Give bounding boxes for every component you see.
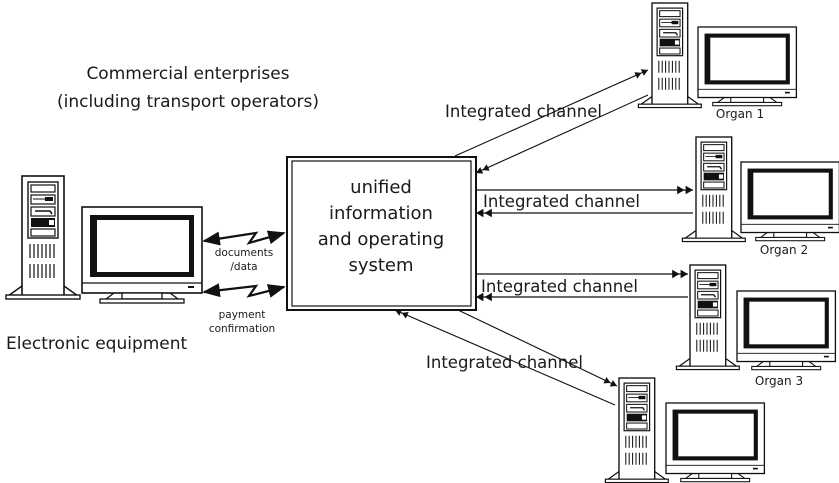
organ-4-channel-in <box>394 309 616 406</box>
documents-data-label-line-1: documents <box>215 247 273 259</box>
electronic-equipment-monitor-icon <box>81 206 203 304</box>
central-system-line-2: information <box>329 203 433 224</box>
organ-4-channel-out <box>457 309 618 387</box>
documents-data-link <box>202 230 286 246</box>
organ-2-label: Organ 2 <box>760 243 808 257</box>
organ-1-channel-label: Integrated channel <box>445 102 602 121</box>
organ-1-channel-in <box>475 94 649 174</box>
organ-2-monitor-icon <box>740 161 839 242</box>
payment-confirmation-label-line-1: payment <box>219 309 266 321</box>
payment-confirmation-label-line-2: confirmation <box>209 323 275 335</box>
organ-1-channel-out <box>454 69 649 157</box>
organ-2-channel-label: Integrated channel <box>483 192 640 211</box>
organ-2-tower-icon <box>681 136 746 243</box>
documents-data-label-line-2: /data <box>230 261 257 273</box>
organ-1-tower-icon <box>637 2 702 109</box>
electronic-equipment-tower-icon <box>5 175 81 300</box>
organ-1-label: Organ 1 <box>716 107 764 121</box>
organ-3-monitor-icon <box>736 290 837 371</box>
electronic-equipment-label: Electronic equipment <box>6 334 188 354</box>
central-system-line-3: and operating <box>318 229 444 250</box>
central-system-line-4: system <box>348 255 413 276</box>
organ-3-tower-icon <box>675 264 740 371</box>
organ-3-channel-label: Integrated channel <box>481 277 638 296</box>
organ-4-tower-icon <box>604 377 669 483</box>
central-system-line-1: unified <box>350 177 412 198</box>
organ-4-channel-label: Integrated channel <box>426 353 583 372</box>
organ-3-label: Organ 3 <box>755 374 803 388</box>
payment-confirmation-link <box>202 283 286 298</box>
enterprises-title-line-1: Commercial enterprises <box>86 64 289 84</box>
central-system-box <box>286 156 477 311</box>
enterprises-title-line-2: (including transport operators) <box>57 92 319 112</box>
organ-1-monitor-icon <box>697 26 798 107</box>
organ-4-monitor-icon <box>665 402 766 483</box>
